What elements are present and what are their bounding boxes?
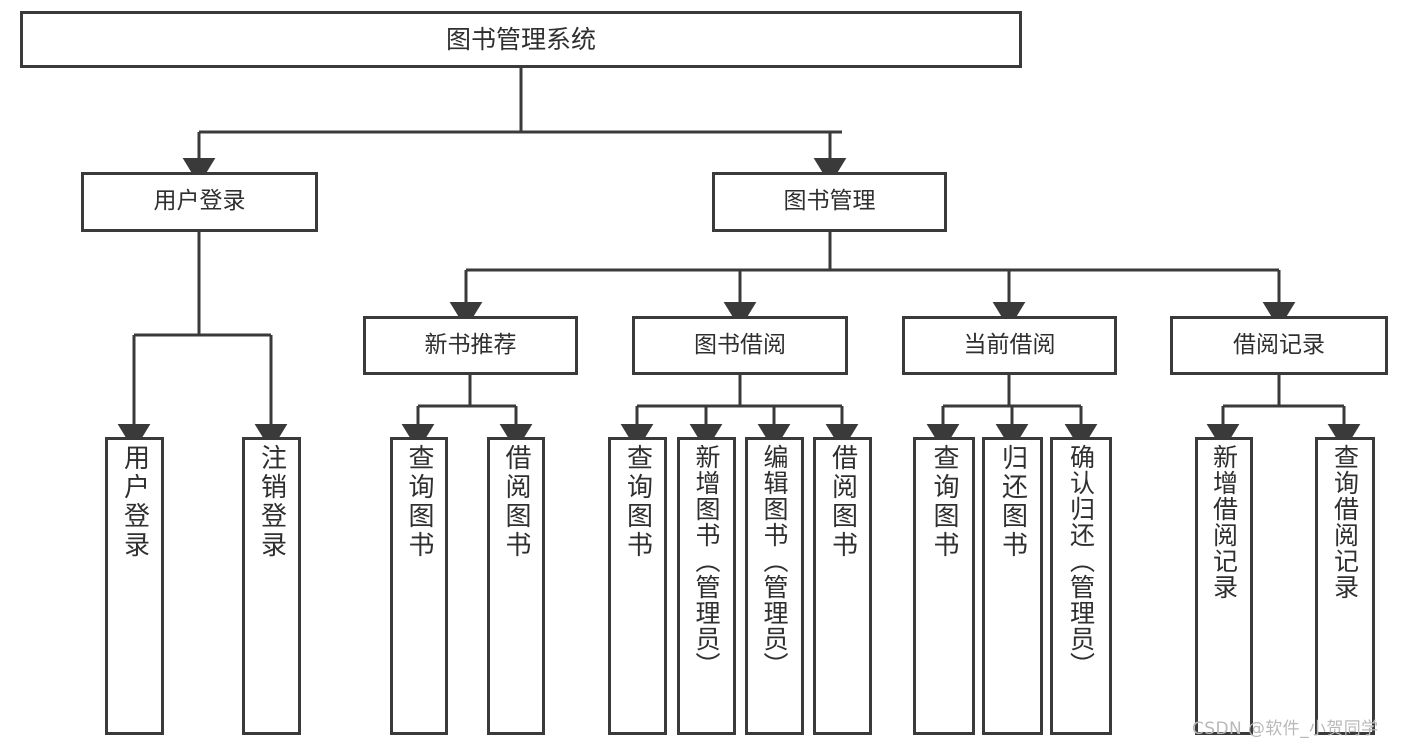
- leaf-add-borrow-record[interactable]: 新增借阅记录: [1195, 437, 1253, 735]
- node-label: 新增借阅记录: [1209, 444, 1239, 600]
- leaf-query-book-borrow[interactable]: 查询图书: [608, 437, 667, 735]
- node-label: 编辑图书（管理员）: [760, 444, 789, 678]
- node-label: 查询图书: [622, 444, 653, 560]
- node-current-borrow[interactable]: 当前借阅: [902, 316, 1117, 375]
- node-label: 借阅图书: [827, 444, 858, 560]
- node-label: 查询图书: [929, 444, 959, 560]
- node-new-book-recommend[interactable]: 新书推荐: [363, 316, 578, 375]
- leaf-borrow-book-recommend[interactable]: 借阅图书: [487, 437, 545, 735]
- leaf-query-book-current[interactable]: 查询图书: [913, 437, 975, 735]
- node-label: 注销登录: [256, 444, 287, 560]
- node-root-book-management-system[interactable]: 图书管理系统: [20, 11, 1022, 68]
- node-label: 借阅图书: [501, 444, 531, 560]
- node-label: 新书推荐: [424, 331, 517, 358]
- node-user-login[interactable]: 用户登录: [81, 172, 318, 232]
- node-label: 用户登录: [153, 188, 246, 215]
- node-book-borrow[interactable]: 图书借阅: [632, 316, 848, 375]
- leaf-edit-book-admin[interactable]: 编辑图书（管理员）: [745, 437, 804, 735]
- node-label: 归还图书: [997, 444, 1028, 560]
- node-label: 图书管理: [783, 188, 876, 215]
- node-label: 图书管理系统: [445, 24, 596, 54]
- leaf-return-book[interactable]: 归还图书: [982, 437, 1043, 735]
- node-label: 新增图书（管理员）: [692, 444, 721, 678]
- node-label: 借阅记录: [1233, 331, 1325, 358]
- node-book-management[interactable]: 图书管理: [712, 172, 947, 232]
- node-label: 确认归还（管理员）: [1066, 444, 1096, 678]
- leaf-confirm-return-admin[interactable]: 确认归还（管理员）: [1050, 437, 1112, 735]
- leaf-logout[interactable]: 注销登录: [242, 437, 301, 735]
- leaf-borrow-book[interactable]: 借阅图书: [813, 437, 872, 735]
- node-label: 用户登录: [119, 444, 150, 560]
- node-label: 查询借阅记录: [1330, 444, 1360, 600]
- leaf-query-book-recommend[interactable]: 查询图书: [390, 437, 448, 735]
- node-label: 查询图书: [404, 444, 434, 560]
- leaf-user-login[interactable]: 用户登录: [105, 437, 164, 735]
- node-label: 当前借阅: [963, 331, 1056, 358]
- node-borrow-record[interactable]: 借阅记录: [1170, 316, 1388, 375]
- node-label: 图书借阅: [694, 331, 786, 358]
- leaf-add-book-admin[interactable]: 新增图书（管理员）: [677, 437, 736, 735]
- leaf-query-borrow-record[interactable]: 查询借阅记录: [1315, 437, 1375, 735]
